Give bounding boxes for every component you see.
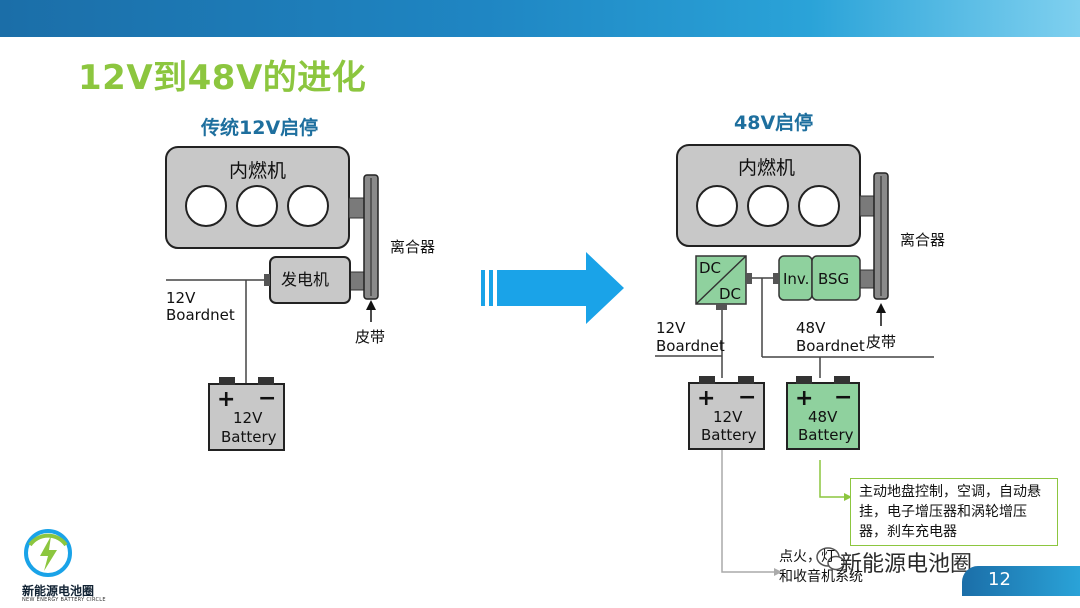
bsg-box: [811, 255, 861, 301]
note-48v-loads: 主动地盘控制，空调，自动悬挂，电子增压器和涡轮增压器，刹车充电器: [850, 478, 1058, 546]
bsg-label: BSG: [818, 270, 850, 288]
left-engine-label: 内燃机: [229, 160, 287, 182]
right-cylinder-1: [696, 185, 738, 227]
left-battery-label: Battery: [221, 428, 277, 446]
svg-text:−: −: [258, 386, 276, 411]
page-number: 12: [988, 569, 1011, 590]
note-12v-loads-line1: 点火，灯: [779, 549, 835, 565]
inverter-label: Inv.: [783, 270, 810, 288]
svg-text:−: −: [738, 385, 756, 410]
left-clutch-label: 离合器: [390, 238, 436, 256]
left-cylinder-2: [236, 185, 278, 227]
brand-logo-subtext: NEW ENERGY BATTERY CIRCLE: [22, 597, 106, 603]
left-battery-voltage: 12V: [233, 409, 263, 427]
right-48v-battery-voltage: 48V: [808, 408, 838, 426]
left-cylinder-3: [287, 185, 329, 227]
right-cylinder-3: [798, 185, 840, 227]
left-generator-label: 发电机: [281, 270, 330, 289]
svg-text:−: −: [834, 385, 852, 410]
top-banner: [0, 0, 1080, 37]
right-heading: 48V启停: [734, 112, 814, 134]
dcdc-top-label: DC: [699, 259, 722, 277]
left-boardnet-label-1: 12V: [166, 289, 196, 307]
callout-12v-line: [721, 450, 776, 573]
right-engine-shaft: [859, 195, 876, 217]
right-48v-battery-box: [786, 382, 860, 450]
right-48v-boardnet-label-2: Boardnet: [796, 337, 865, 355]
right-12v-battery-box: [688, 382, 765, 450]
svg-text:+: +: [795, 386, 813, 411]
page-number-tab: [962, 566, 1080, 596]
right-12v-boardnet-label-1: 12V: [656, 319, 686, 337]
right-engine-label: 内燃机: [738, 157, 796, 179]
transition-arrow: [481, 252, 624, 324]
right-12v-battery-label: Battery: [701, 426, 757, 444]
left-engine-shaft: [348, 197, 366, 219]
left-boardnet-label-2: Boardnet: [166, 306, 235, 324]
watermark-text: 新能源电池圈: [840, 552, 973, 577]
brand-logo-icon: [24, 529, 72, 577]
svg-text:+: +: [217, 387, 235, 412]
brand-logo-text: 新能源电池圈: [22, 584, 95, 598]
left-heading: 传统12V启停: [201, 117, 319, 139]
svg-text:+: +: [697, 386, 715, 411]
dcdc-bottom-label: DC: [719, 285, 742, 303]
left-cylinder-1: [185, 185, 227, 227]
right-12v-boardnet-label-2: Boardnet: [656, 337, 725, 355]
wechat-icon: [816, 547, 845, 571]
right-clutch-label: 离合器: [900, 231, 946, 249]
slide-title: 12V到48V的进化: [78, 58, 367, 98]
left-battery-box: [208, 383, 285, 451]
right-12v-battery-voltage: 12V: [713, 408, 743, 426]
right-belt-label: 皮带: [866, 333, 897, 351]
left-belt-label: 皮带: [355, 328, 386, 346]
right-48v-boardnet-label-1: 48V: [796, 319, 826, 337]
callout-48v-line: [819, 460, 846, 498]
note-12v-loads-line2: 和收音机系统: [779, 569, 863, 585]
right-48v-battery-label: Battery: [798, 426, 854, 444]
left-generator-shaft: [348, 271, 366, 291]
right-bsg-shaft: [859, 269, 876, 289]
right-cylinder-2: [747, 185, 789, 227]
